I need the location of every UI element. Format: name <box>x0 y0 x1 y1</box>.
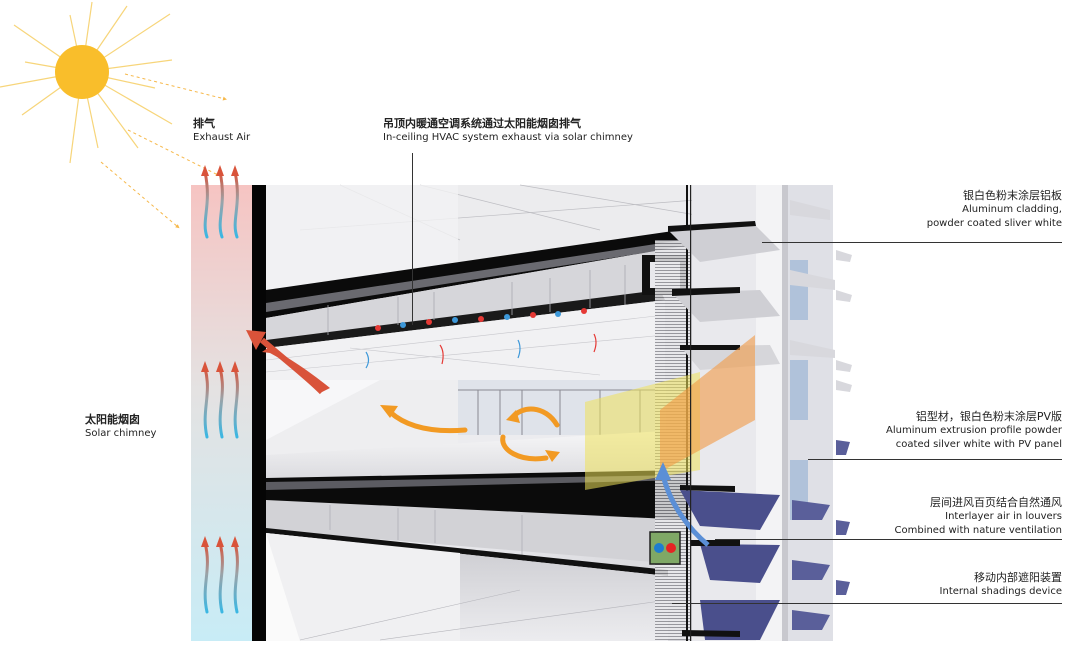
louvers-en2: Combined with nature ventilation <box>894 525 1063 536</box>
cladding-leader-line <box>762 242 1062 243</box>
chimney-wall <box>252 185 266 641</box>
solar-chimney-label: 太阳能烟囱 Solar chimney <box>85 413 156 441</box>
hvac-diffusers <box>375 308 587 331</box>
louvers-en1: Interlayer air in louvers <box>945 511 1062 522</box>
louvers-label: 层间进风百页结合自然通风 Interlayer air in louvers C… <box>895 496 1063 538</box>
sun-icon <box>0 1 173 164</box>
shading-label: 移动内部遮阳装置 Internal shadings device <box>940 571 1062 599</box>
hvac-en: In-ceiling HVAC system exhaust via solar… <box>383 132 633 143</box>
internal-shading-orange <box>660 335 755 472</box>
exhaust-air-label: 排气 Exhaust Air <box>193 117 250 145</box>
extrusion-en1: Aluminum extrusion profile powder <box>886 425 1062 436</box>
cladding-en2: powder coated sliver white <box>926 218 1062 229</box>
exhaust-air-en: Exhaust Air <box>193 132 251 143</box>
cladding-en1: Aluminum cladding, <box>962 204 1062 215</box>
extrusion-leader-line <box>808 459 1062 460</box>
solar-radiation-arrows <box>100 73 227 229</box>
hvac-leader-line <box>412 153 413 325</box>
extrusion-en2: coated silver white with PV panel <box>895 439 1062 450</box>
solar-chimney-en: Solar chimney <box>85 428 157 439</box>
cladding-label: 银白色粉末涂层铝板 Aluminum cladding, powder coat… <box>927 189 1062 231</box>
extrusion-cn: 铝型材，银白色粉末涂层PV版 <box>915 410 1062 423</box>
shading-en: Internal shadings device <box>939 586 1062 597</box>
shading-cn: 移动内部遮阳装置 <box>974 571 1062 584</box>
extrusion-label: 铝型材，银白色粉末涂层PV版 Aluminum extrusion profil… <box>886 410 1062 452</box>
solar-chimney-cn: 太阳能烟囱 <box>85 413 140 426</box>
exhaust-air-cn: 排气 <box>193 117 215 130</box>
rising-air-arrows <box>201 165 239 614</box>
hvac-cn: 吊顶内暖通空调系统通过太阳能烟囱排气 <box>383 117 581 130</box>
louvers-cn: 层间进风百页结合自然通风 <box>930 496 1062 509</box>
cladding-cn: 银白色粉末涂层铝板 <box>963 189 1062 202</box>
pv-panels <box>680 440 850 640</box>
aluminum-fins <box>668 221 780 370</box>
shading-leader-line <box>672 603 1062 604</box>
louvers-leader-line <box>715 539 1062 540</box>
hvac-label: 吊顶内暖通空调系统通过太阳能烟囱排气 In-ceiling HVAC syste… <box>383 117 633 145</box>
intake-arrow <box>660 474 710 547</box>
